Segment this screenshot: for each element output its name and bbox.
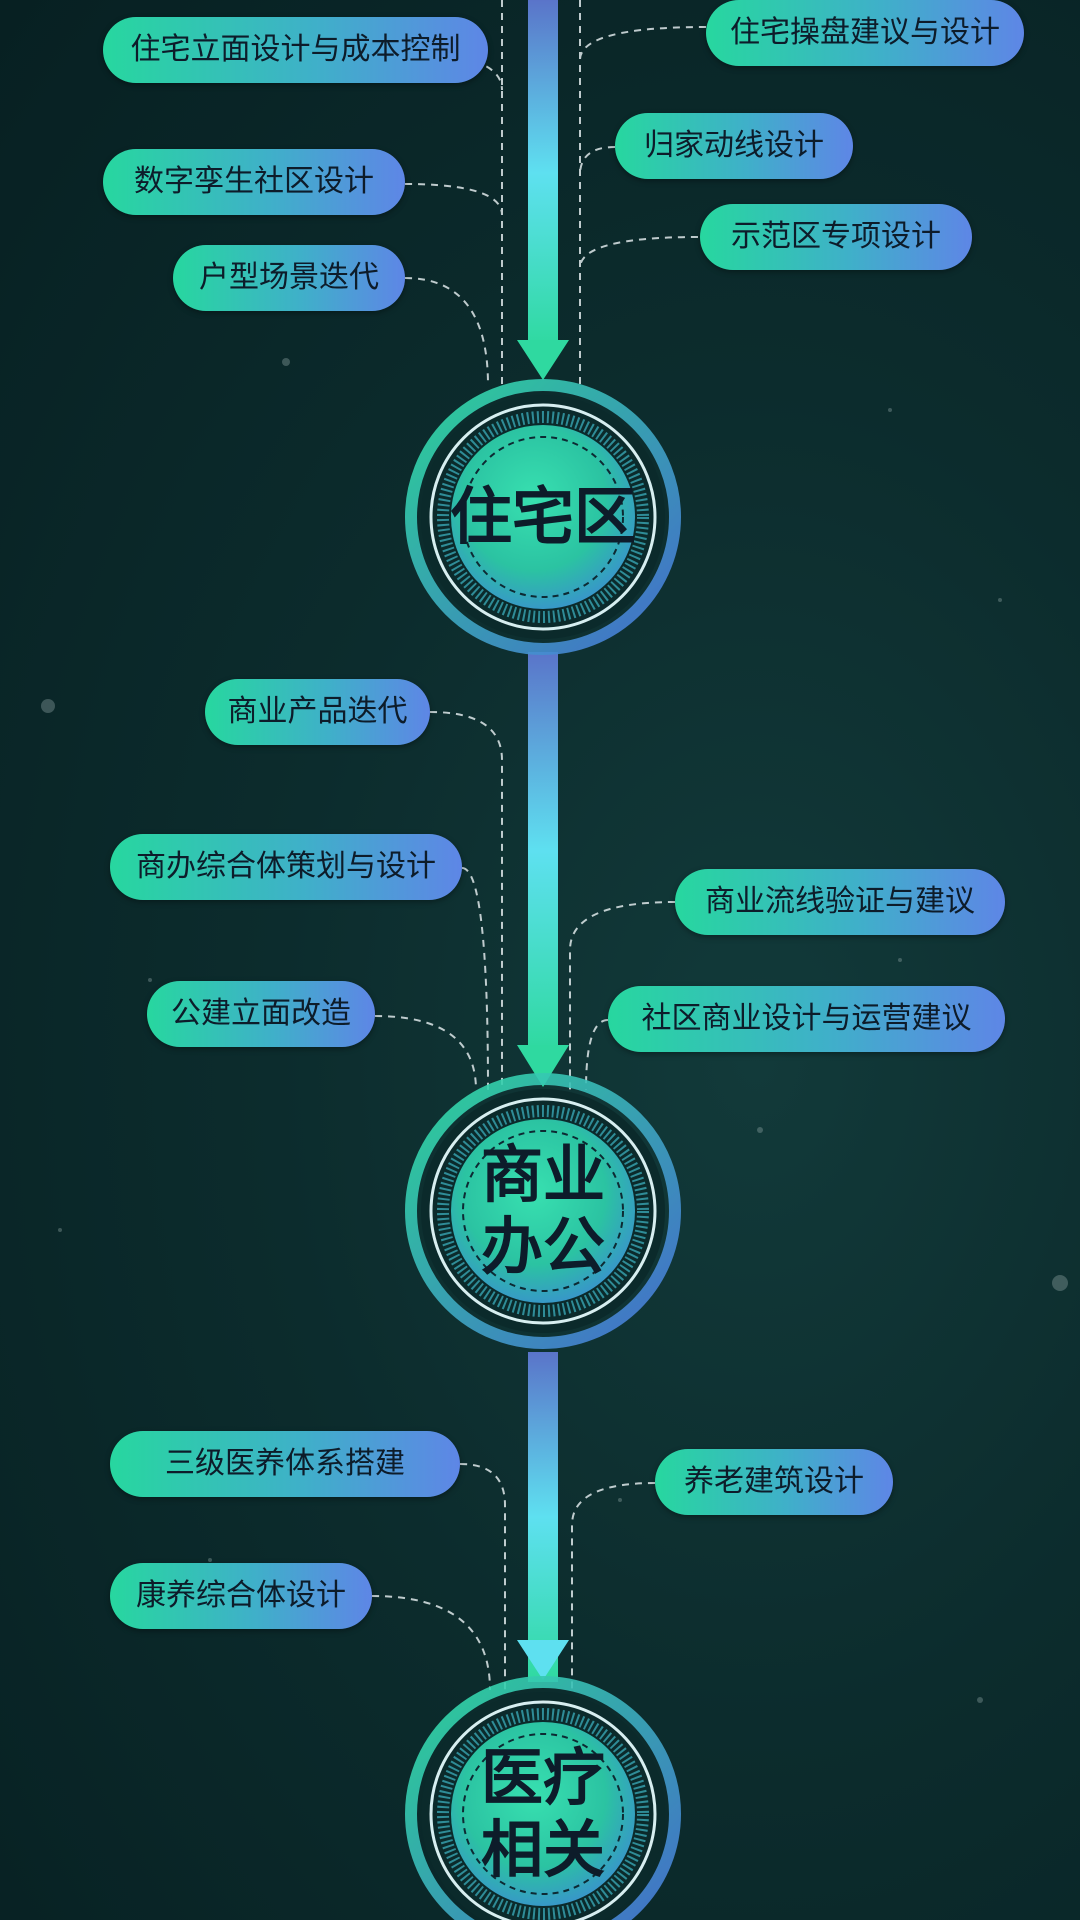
hub-label-residential: 住宅区: [449, 480, 636, 553]
pill-showcase-zone: 示范区专项设计: [700, 204, 972, 270]
hub-commercial: [405, 1073, 681, 1349]
pill-commercial-flow: 商业流线验证与建议: [675, 869, 1005, 935]
pill-digital-twin: 数字孪生社区设计: [103, 149, 405, 215]
pill-elderly-architecture: 养老建筑设计: [655, 1449, 893, 1515]
pill-mixed-use: 商办综合体策划与设计: [110, 834, 462, 900]
pill-wellness-complex: 康养综合体设计: [110, 1563, 372, 1629]
pill-unit-iteration: 户型场景迭代: [173, 245, 405, 311]
arrow-1: [517, 0, 569, 380]
pill-public-facade: 公建立面改造: [147, 981, 375, 1047]
hub-label-medical: 医疗相关: [480, 1741, 605, 1886]
hub-medical: [405, 1676, 681, 1920]
pill-commercial-product: 商业产品迭代: [205, 679, 430, 745]
pill-community-commercial: 社区商业设计与运营建议: [608, 986, 1005, 1052]
arrow-3: [517, 1352, 569, 1682]
arrow-2: [517, 652, 569, 1087]
pill-residential-operation: 住宅操盘建议与设计: [706, 0, 1024, 66]
pill-medical-system: 三级医养体系搭建: [110, 1431, 460, 1497]
pill-home-route: 归家动线设计: [615, 113, 853, 179]
pill-residential-facade: 住宅立面设计与成本控制: [103, 17, 488, 83]
hub-label-commercial: 商业办公: [480, 1138, 605, 1283]
starfield: [41, 358, 1068, 1703]
hub-residential: [405, 379, 681, 655]
